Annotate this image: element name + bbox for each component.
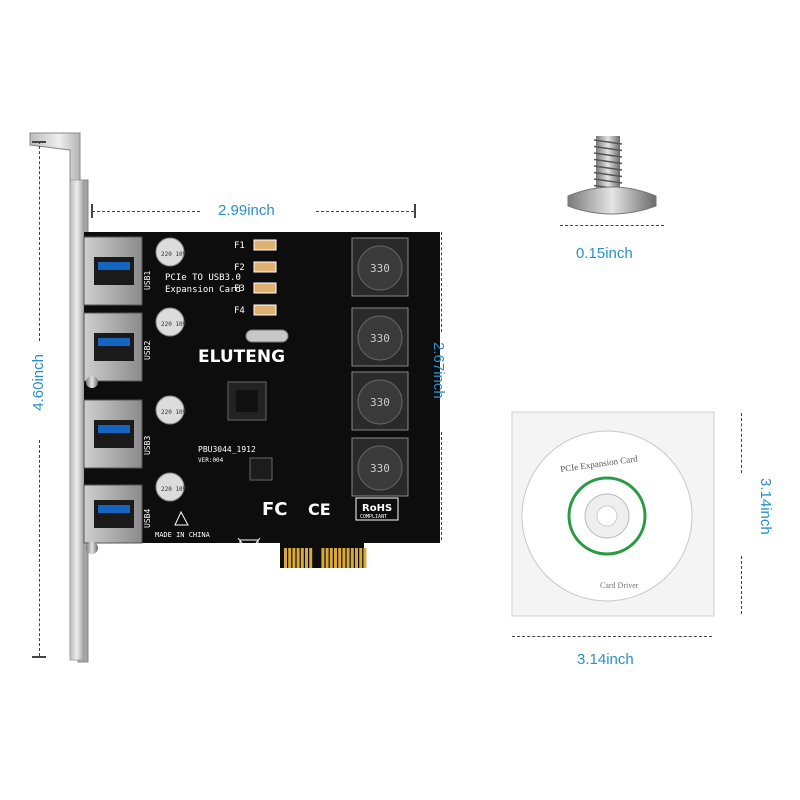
metal-bracket bbox=[29, 132, 89, 663]
usb-port-2 bbox=[83, 312, 143, 382]
cd-height-label: 3.14inch bbox=[757, 478, 774, 535]
capacitor-4: 220 10V bbox=[155, 472, 187, 502]
cd-height-dim-line-bottom bbox=[741, 556, 742, 614]
svg-text:330: 330 bbox=[370, 332, 390, 345]
bracket-rivet-top bbox=[86, 376, 98, 388]
pcie-gold-fingers bbox=[284, 548, 367, 568]
cd-width-dim-line bbox=[512, 636, 712, 637]
usb-port-1 bbox=[83, 236, 143, 306]
gold-finger bbox=[284, 548, 287, 568]
bracket-height-label: 4.60inch bbox=[30, 354, 47, 411]
gold-finger bbox=[346, 548, 350, 568]
part-number: PBU3044_1912 bbox=[198, 445, 256, 454]
small-chip bbox=[249, 457, 273, 481]
gold-finger bbox=[329, 548, 333, 568]
inductor: 330 bbox=[351, 307, 409, 367]
svg-text:220 10V: 220 10V bbox=[161, 321, 187, 328]
usb2-label: USB2 bbox=[143, 341, 152, 360]
cd-width-label: 3.14inch bbox=[577, 651, 634, 668]
inductor: 330 bbox=[351, 437, 409, 497]
cd-bottom-text: Card Driver bbox=[600, 581, 639, 590]
inductor: 330 bbox=[351, 371, 409, 431]
usb4-label: USB4 bbox=[143, 509, 152, 528]
gold-finger bbox=[288, 548, 292, 568]
fuse-label-f1: F1 bbox=[234, 241, 245, 251]
crystal-oscillator bbox=[245, 329, 289, 343]
gold-finger bbox=[334, 548, 337, 568]
version-label: VER:004 bbox=[198, 457, 224, 464]
bracket-dim-line-top bbox=[39, 141, 40, 341]
usb3-label: USB3 bbox=[143, 436, 152, 455]
esd-warning-icon bbox=[174, 510, 189, 526]
model-line-2: Expansion Card bbox=[165, 285, 241, 295]
capacitor-3: 220 10V bbox=[155, 395, 187, 425]
svg-text:330: 330 bbox=[370, 396, 390, 409]
capacitor-1: 220 10V bbox=[155, 237, 187, 267]
gold-finger bbox=[363, 548, 367, 568]
svg-text:RoHS: RoHS bbox=[362, 503, 392, 514]
ce-mark: CE bbox=[308, 500, 331, 519]
screw-size-label: 0.15inch bbox=[576, 245, 633, 262]
gold-finger bbox=[342, 548, 346, 568]
gold-finger bbox=[321, 548, 325, 568]
capacitor-2: 220 10V bbox=[155, 307, 187, 337]
recycle-bin-icon bbox=[237, 537, 261, 567]
gold-finger bbox=[309, 548, 313, 568]
usb-port-4 bbox=[83, 484, 143, 544]
svg-text:330: 330 bbox=[370, 462, 390, 475]
inductors: 330 330 330 330 bbox=[351, 237, 409, 497]
fc-mark: FC bbox=[262, 499, 288, 520]
model-line-1: PCIe TO USB3.0 bbox=[165, 273, 241, 283]
gold-finger bbox=[296, 548, 300, 568]
width-tick-right bbox=[414, 204, 416, 218]
gold-finger bbox=[350, 548, 354, 568]
gold-finger bbox=[292, 548, 296, 568]
usb-port-3 bbox=[83, 399, 143, 469]
width-dim-line-left bbox=[92, 211, 200, 212]
gold-finger bbox=[300, 548, 304, 568]
bracket-tick-top bbox=[32, 141, 46, 143]
svg-text:220 10V: 220 10V bbox=[161, 251, 187, 258]
cd-hole bbox=[596, 505, 618, 527]
svg-text:220 10V: 220 10V bbox=[161, 486, 187, 493]
inductor: 330 bbox=[351, 237, 409, 297]
fuse-label-f2: F2 bbox=[234, 263, 245, 273]
bracket-rivet-bottom bbox=[86, 542, 98, 554]
usb1-label: USB1 bbox=[143, 271, 152, 290]
gold-finger bbox=[305, 548, 308, 568]
fuse-label-f3: F3 bbox=[234, 284, 245, 294]
made-in-label: MADE IN CHINA bbox=[155, 531, 211, 539]
gold-finger bbox=[338, 548, 342, 568]
rohs-badge: RoHS COMPLIANT bbox=[355, 497, 399, 521]
svg-text:330: 330 bbox=[370, 262, 390, 275]
svg-text:220 10V: 220 10V bbox=[161, 409, 187, 416]
card-width-label: 2.99inch bbox=[218, 202, 275, 219]
screw-dim-line bbox=[560, 225, 664, 226]
bracket-tick-bottom bbox=[32, 656, 46, 658]
width-tick-left bbox=[91, 204, 93, 218]
controller-chip bbox=[227, 381, 267, 421]
gold-finger bbox=[359, 548, 363, 568]
cd-height-dim-line-top bbox=[741, 413, 742, 473]
gold-finger bbox=[325, 548, 329, 568]
card-height-dim-line-top bbox=[441, 232, 442, 332]
svg-text:COMPLIANT: COMPLIANT bbox=[360, 514, 387, 520]
bracket-dim-line-bottom bbox=[39, 440, 40, 656]
width-dim-line-right bbox=[316, 211, 414, 212]
brand-logo: ELUTENG bbox=[198, 347, 285, 367]
fuse-label-f4: F4 bbox=[234, 306, 245, 316]
card-height-label: 2.67inch bbox=[430, 342, 447, 399]
fuses bbox=[253, 239, 277, 316]
gold-finger bbox=[355, 548, 358, 568]
card-height-dim-line-bottom bbox=[441, 432, 442, 540]
